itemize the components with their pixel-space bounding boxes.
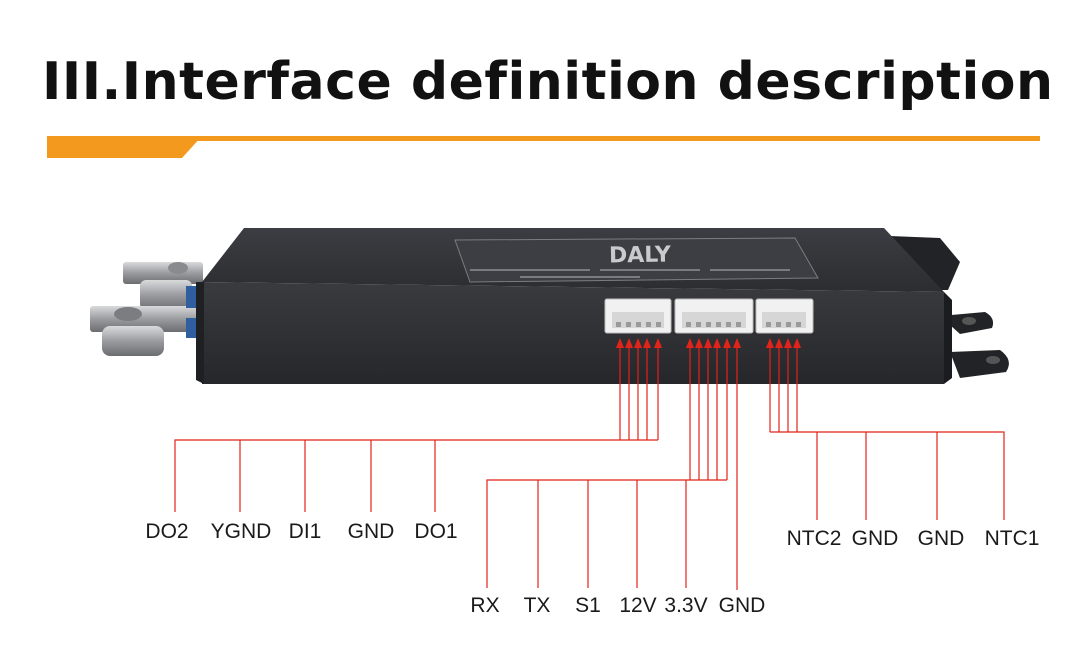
pin-label: NTC2 — [787, 527, 842, 550]
wires-left-connector — [174, 338, 662, 512]
pin-label: TX — [524, 594, 551, 617]
wires-middle-connector — [486, 338, 741, 590]
pin-label: DI1 — [289, 520, 322, 543]
title-underline — [47, 136, 1040, 158]
pin-label: GND — [852, 527, 899, 550]
brand-logo: DALY — [609, 242, 672, 268]
device-front-face — [202, 282, 944, 384]
bms-device: DALY — [90, 228, 1009, 384]
pin-label: 12V — [619, 594, 656, 617]
device-label — [454, 237, 819, 283]
connector-middle — [674, 298, 754, 334]
pin-label: NTC1 — [985, 527, 1040, 550]
pin-label: YGND — [211, 520, 272, 543]
connector-right — [755, 298, 814, 334]
wires-right-connector — [766, 338, 1005, 520]
pin-label: DO1 — [414, 520, 457, 543]
pin-labels-middle-connector: RX TX S1 12V 3.3V GND — [470, 594, 765, 617]
pin-label: GND — [918, 527, 965, 550]
pin-label: DO2 — [145, 520, 188, 543]
pin-labels-left-connector: DO2 YGND DI1 GND DO1 — [145, 520, 457, 543]
pin-label: GND — [348, 520, 395, 543]
pin-label: S1 — [575, 594, 601, 617]
accent-bar-line — [47, 136, 1040, 141]
pin-labels-right-connector: NTC2 GND GND NTC1 — [787, 527, 1040, 550]
accent-bar-left — [47, 136, 202, 158]
pin-label: RX — [470, 594, 499, 617]
terminal-bolts — [90, 262, 203, 356]
pin-label: GND — [719, 594, 766, 617]
pin-label: 3.3V — [664, 594, 707, 617]
connector-left — [604, 298, 672, 334]
device-label-lines — [470, 269, 790, 278]
page-title: III.Interface definition description — [42, 52, 1054, 112]
